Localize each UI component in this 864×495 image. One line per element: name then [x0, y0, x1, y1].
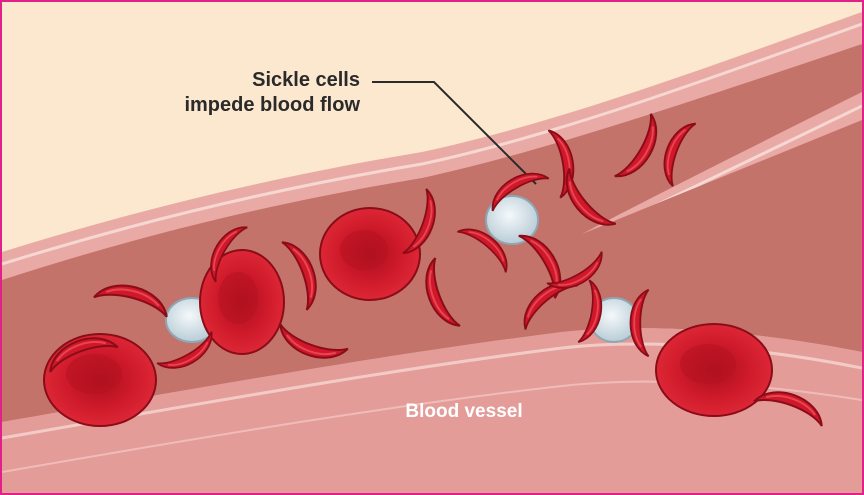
callout-label: Sickle cells impede blood flow — [132, 68, 360, 118]
red-blood-cell — [320, 208, 420, 300]
callout-line-1: Sickle cells — [132, 68, 360, 93]
callout-line-2: impede blood flow — [132, 93, 360, 118]
red-blood-cell — [44, 334, 156, 426]
vessel-label: Blood vessel — [354, 401, 574, 423]
